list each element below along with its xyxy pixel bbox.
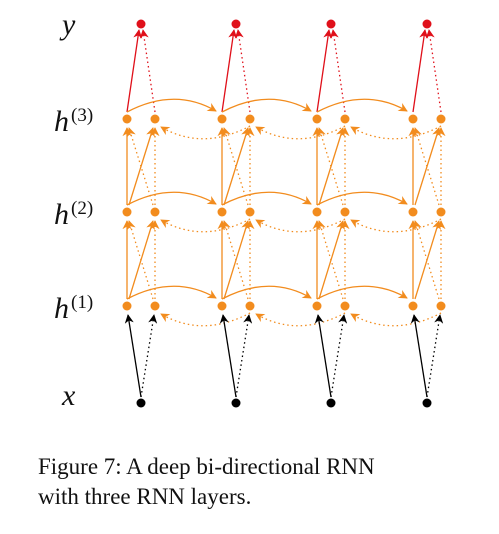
- label-h1: h(1): [54, 292, 93, 325]
- hidden-node-h3-backward: [245, 114, 255, 124]
- output-node: [231, 19, 241, 29]
- input-node: [136, 398, 146, 408]
- hidden-node-h3-backward: [150, 114, 160, 124]
- bidirectional-rnn-diagram: y h(3) h(2) h(1) x: [54, 8, 446, 412]
- hidden-node-h1-backward: [436, 301, 446, 311]
- edge-h2-forward-recurrent: [316, 191, 408, 206]
- edge-x-to-h1-forward: [124, 314, 142, 398]
- edge-h3-forward-recurrent: [126, 98, 217, 113]
- edge-h2-to-h3-fwd-bwd: [414, 127, 441, 206]
- hidden-node-h2-forward: [122, 207, 132, 217]
- edge-x-to-h1-backward: [426, 314, 444, 398]
- edges-layer: [122, 29, 446, 398]
- hidden-node-h3-forward: [122, 114, 132, 124]
- edge-h2-to-h3-fwd-bwd: [128, 127, 155, 206]
- edge-h1-backward-recurrent: [160, 312, 251, 327]
- edge-h1-forward-recurrent: [316, 285, 408, 300]
- edge-h1-forward-recurrent: [126, 285, 217, 300]
- hidden-node-h2-forward: [217, 207, 227, 217]
- edge-h3-forward-to-y: [221, 29, 238, 113]
- edge-h3-forward-recurrent: [316, 98, 408, 113]
- edge-h3-backward-to-y: [425, 29, 442, 113]
- hidden-node-h2-forward: [408, 207, 418, 217]
- edge-h3-forward-to-y: [126, 29, 143, 113]
- edge-h2-backward-recurrent: [255, 218, 346, 233]
- edge-x-to-h1-forward: [410, 314, 428, 398]
- edge-x-to-h1-forward: [219, 314, 237, 398]
- label-h2: h(2): [54, 198, 93, 231]
- input-node: [326, 398, 336, 408]
- edge-h3-backward-recurrent: [255, 125, 346, 140]
- hidden-node-h2-backward: [245, 207, 255, 217]
- edge-h2-to-h3-fwd-bwd: [223, 127, 250, 206]
- edge-h3-backward-to-y: [139, 29, 156, 113]
- edge-h3-backward-to-y: [329, 29, 346, 113]
- edge-h3-backward-recurrent: [350, 125, 442, 140]
- edge-h3-forward-recurrent: [221, 98, 312, 113]
- hidden-node-h3-forward: [312, 114, 322, 124]
- edge-x-to-h1-backward: [330, 314, 348, 398]
- edge-h1-backward-recurrent: [255, 312, 346, 327]
- hidden-node-h3-forward: [217, 114, 227, 124]
- caption-line-2: with three RNN layers.: [38, 484, 252, 509]
- hidden-node-h2-forward: [312, 207, 322, 217]
- hidden-node-h1-backward: [150, 301, 160, 311]
- hidden-node-h2-backward: [150, 207, 160, 217]
- hidden-node-h2-backward: [436, 207, 446, 217]
- edge-x-to-h1-forward: [314, 314, 332, 398]
- hidden-node-h1-forward: [217, 301, 227, 311]
- input-node: [422, 398, 432, 408]
- edge-h1-to-h2-bwd-fwd: [413, 220, 440, 300]
- hidden-node-h1-forward: [408, 301, 418, 311]
- output-node: [422, 19, 432, 29]
- hidden-node-h3-backward: [340, 114, 350, 124]
- hidden-node-h2-backward: [340, 207, 350, 217]
- hidden-node-h1-backward: [340, 301, 350, 311]
- label-y: y: [59, 8, 76, 41]
- edge-h1-to-h2-bwd-fwd: [127, 220, 154, 300]
- figure-caption: Figure 7: A deep bi-directional RNN with…: [38, 452, 478, 512]
- label-h3: h(3): [54, 105, 93, 138]
- hidden-node-h1-forward: [312, 301, 322, 311]
- input-node: [231, 398, 241, 408]
- hidden-node-h3-forward: [408, 114, 418, 124]
- hidden-node-h1-backward: [245, 301, 255, 311]
- edge-h2-forward-recurrent: [221, 191, 312, 206]
- edge-h2-forward-recurrent: [126, 191, 217, 206]
- edge-h1-forward-recurrent: [221, 285, 312, 300]
- edge-x-to-h1-backward: [235, 314, 253, 398]
- edge-h3-backward-recurrent: [160, 125, 251, 140]
- edge-h1-to-h2-bwd-fwd: [317, 220, 344, 300]
- edge-h1-to-h2-bwd-fwd: [222, 220, 249, 300]
- hidden-node-h1-forward: [122, 301, 132, 311]
- edge-h2-backward-recurrent: [160, 218, 251, 233]
- nodes-layer: [122, 19, 446, 408]
- label-x: x: [61, 379, 76, 412]
- edge-h2-to-h3-fwd-bwd: [318, 127, 345, 206]
- edge-h1-backward-recurrent: [350, 312, 442, 327]
- caption-line-1: Figure 7: A deep bi-directional RNN: [38, 454, 375, 479]
- output-node: [326, 19, 336, 29]
- edge-h2-backward-recurrent: [350, 218, 442, 233]
- edge-h3-forward-to-y: [412, 29, 429, 113]
- edge-h3-backward-to-y: [234, 29, 251, 113]
- hidden-node-h3-backward: [436, 114, 446, 124]
- edge-x-to-h1-backward: [140, 314, 158, 398]
- edge-h3-forward-to-y: [316, 29, 333, 113]
- output-node: [136, 19, 146, 29]
